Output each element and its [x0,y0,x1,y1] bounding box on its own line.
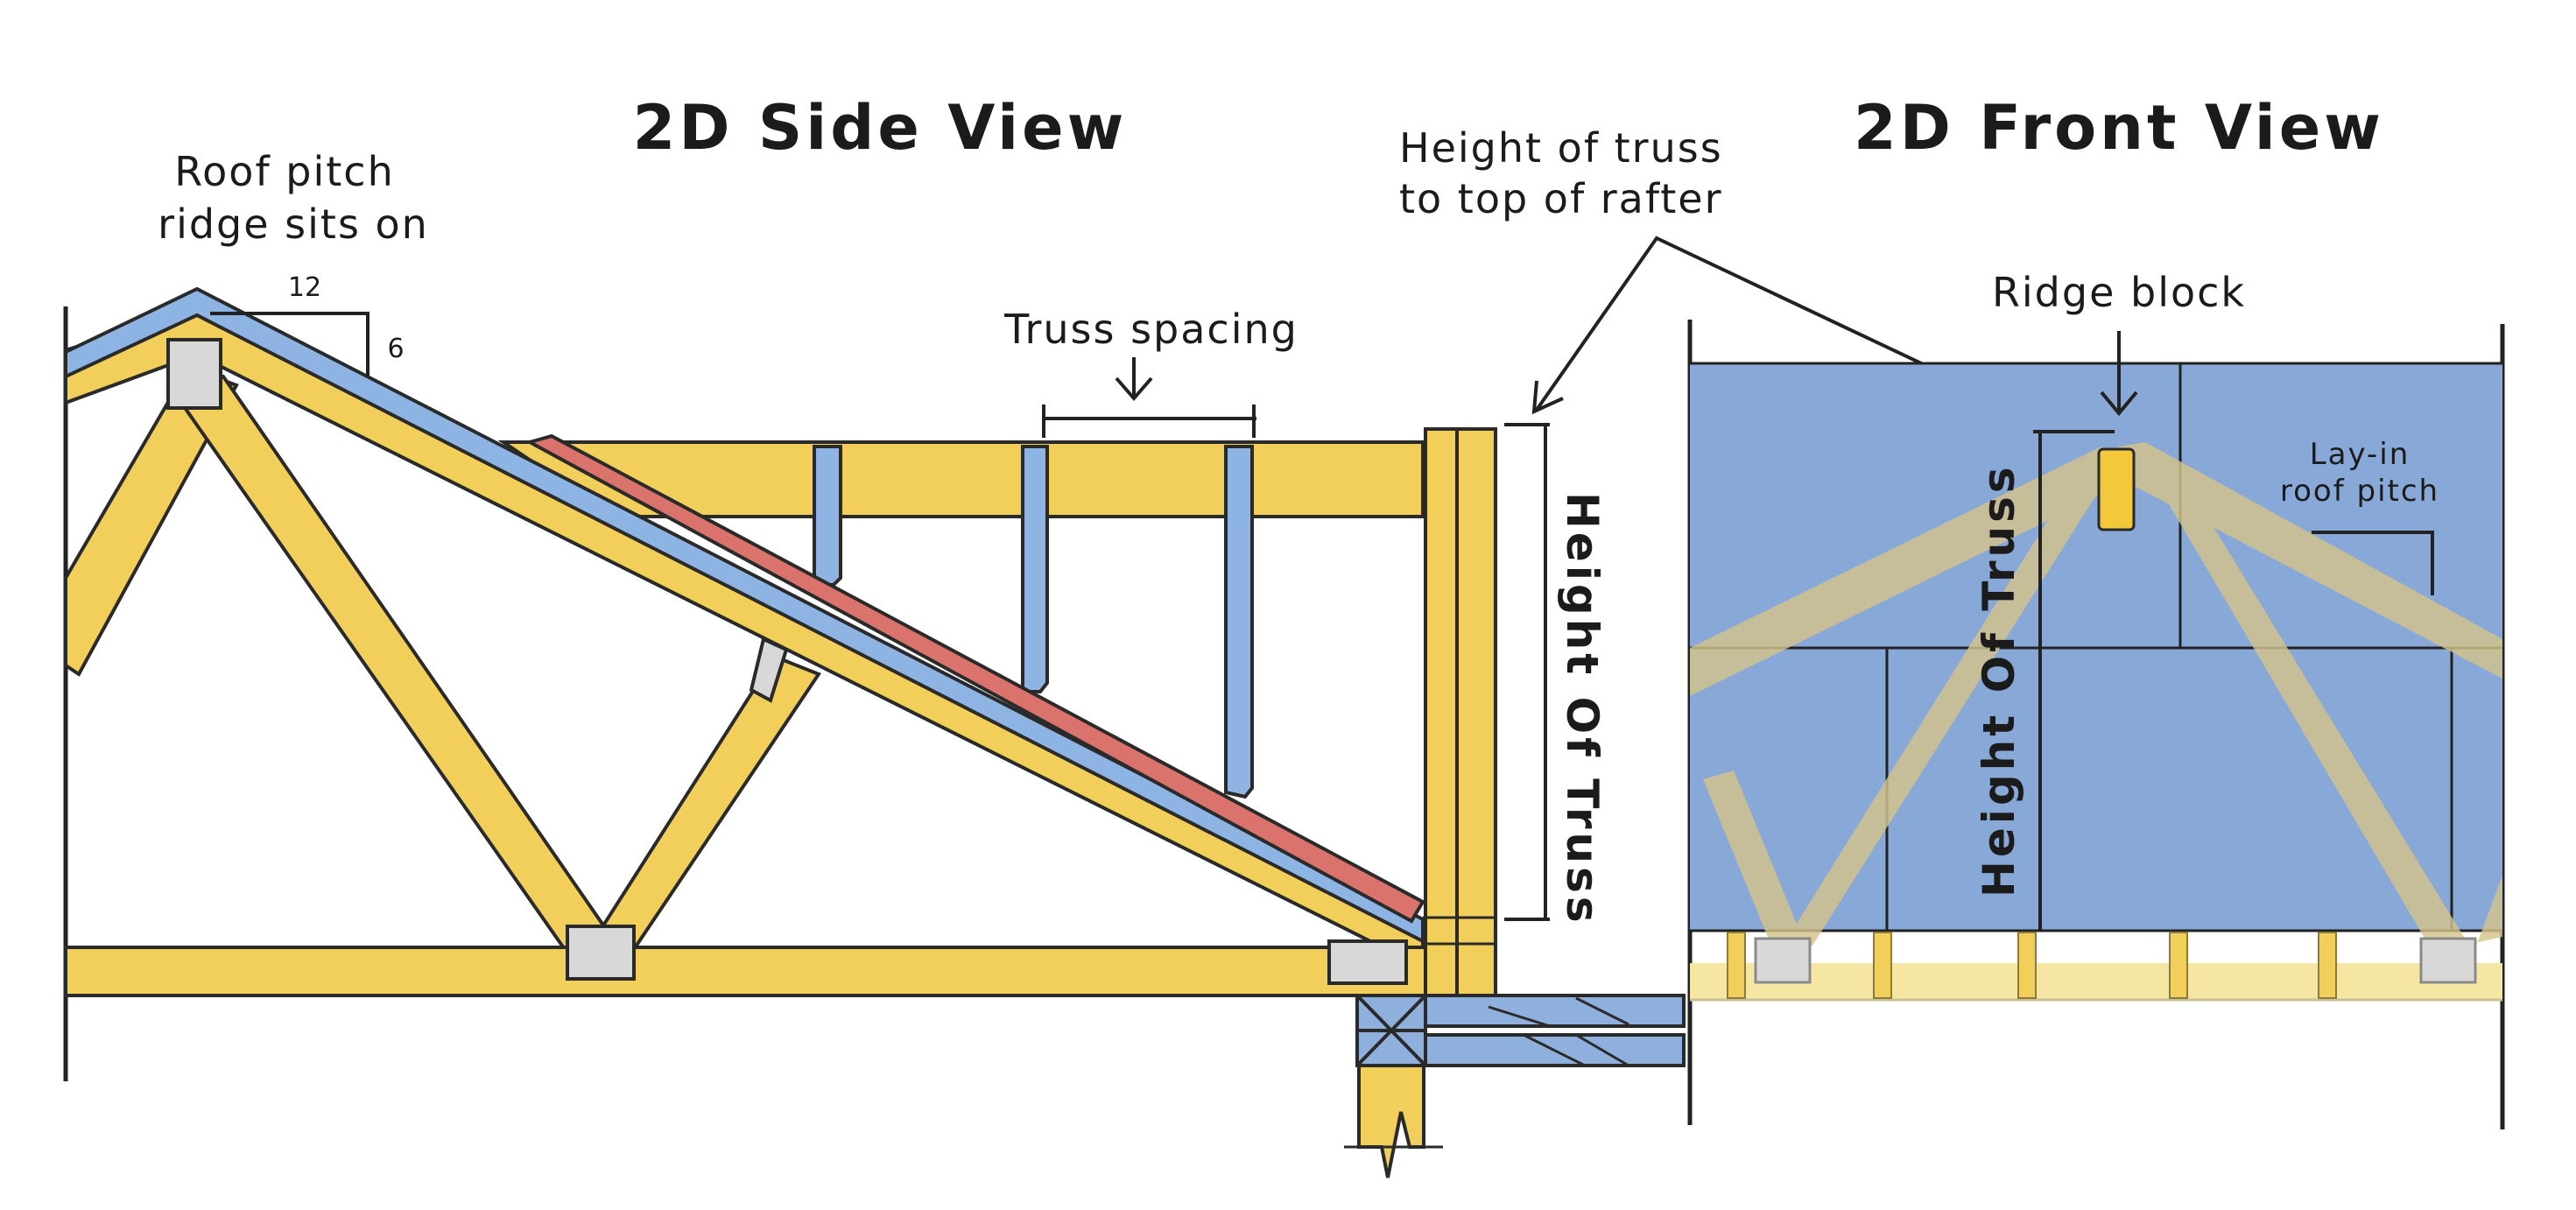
pointer-arrow-left-icon [1531,380,1564,415]
stud-1 [1727,932,1746,999]
height-of-truss-side-label: Height Of Truss [1557,492,1608,926]
height-rafter-label-1: Height of truss [1399,124,1723,172]
height-of-truss-front-label: Height Of Truss [1974,463,2024,897]
front-studs [1727,932,2337,999]
layin-label-1: Lay-in [2310,437,2411,472]
layin-label-2: roof pitch [2280,474,2439,509]
ridge-block [2097,447,2136,531]
floor-hatch-2 [1523,1033,1586,1067]
pitch-rise-label: 6 [387,334,404,364]
ridge-arrow-icon [2100,390,2138,417]
floor-hatch-3 [1575,1033,1629,1067]
front-bottom-plate [1690,963,2502,1000]
bottom-chord [64,946,1433,997]
side-view-title: 2D Side View [633,92,1128,164]
side-view: 12 6 Height Of Truss 2D Side View Roof p… [63,92,1686,1178]
pitch-run-label: 12 [288,272,321,303]
web-gusset [749,637,789,703]
hanger-3 [1224,445,1254,799]
center-web-up [581,654,822,967]
wall-stud [1357,1064,1425,1178]
roof-pitch-label-2: ridge sits on [158,200,429,248]
front-view: Height Of Truss 2D Front View Ridge bloc… [1687,92,2505,1129]
spacing-arrow-icon [1115,376,1153,402]
floor-hatch-4 [1575,996,1629,1026]
post-right [1455,427,1497,1000]
truss-spacing-label: Truss spacing [1003,306,1299,353]
bottom-gusset [566,925,636,981]
front-gusset-right [2419,937,2477,984]
front-view-title: 2D Front View [1854,92,2384,164]
stud-4 [2169,932,2188,999]
front-gusset-left [1754,937,1812,984]
stud-5 [2318,932,2337,999]
pitch-triangle [210,312,370,376]
hanger-2 [1021,445,1049,693]
red-rafter [524,433,1425,924]
stud-2 [1873,932,1892,999]
roof-pitch-label-1: Roof pitch [174,148,394,195]
front-truss [1690,442,2502,954]
ridge-block-label: Ridge block [1992,269,2246,316]
hanger-1 [813,445,842,587]
stud-3 [2017,932,2037,999]
pointer-arrow-line [1535,236,2016,412]
rafter-height-annotation: Height of truss to top of rafter [1399,124,2020,415]
height-rafter-label-2: to top of rafter [1399,175,1723,222]
blue-rafter-strip [64,286,1425,945]
heel-gusset [1327,939,1408,985]
layin-pitch-mark [2312,531,2434,595]
post-left [1424,427,1459,1000]
overhang-plank [497,440,1425,518]
floor-hatch-1 [1488,1005,1551,1028]
top-chord [64,306,1425,952]
ridge-gusset [166,338,222,410]
floor-beam-1 [1424,994,1686,1028]
